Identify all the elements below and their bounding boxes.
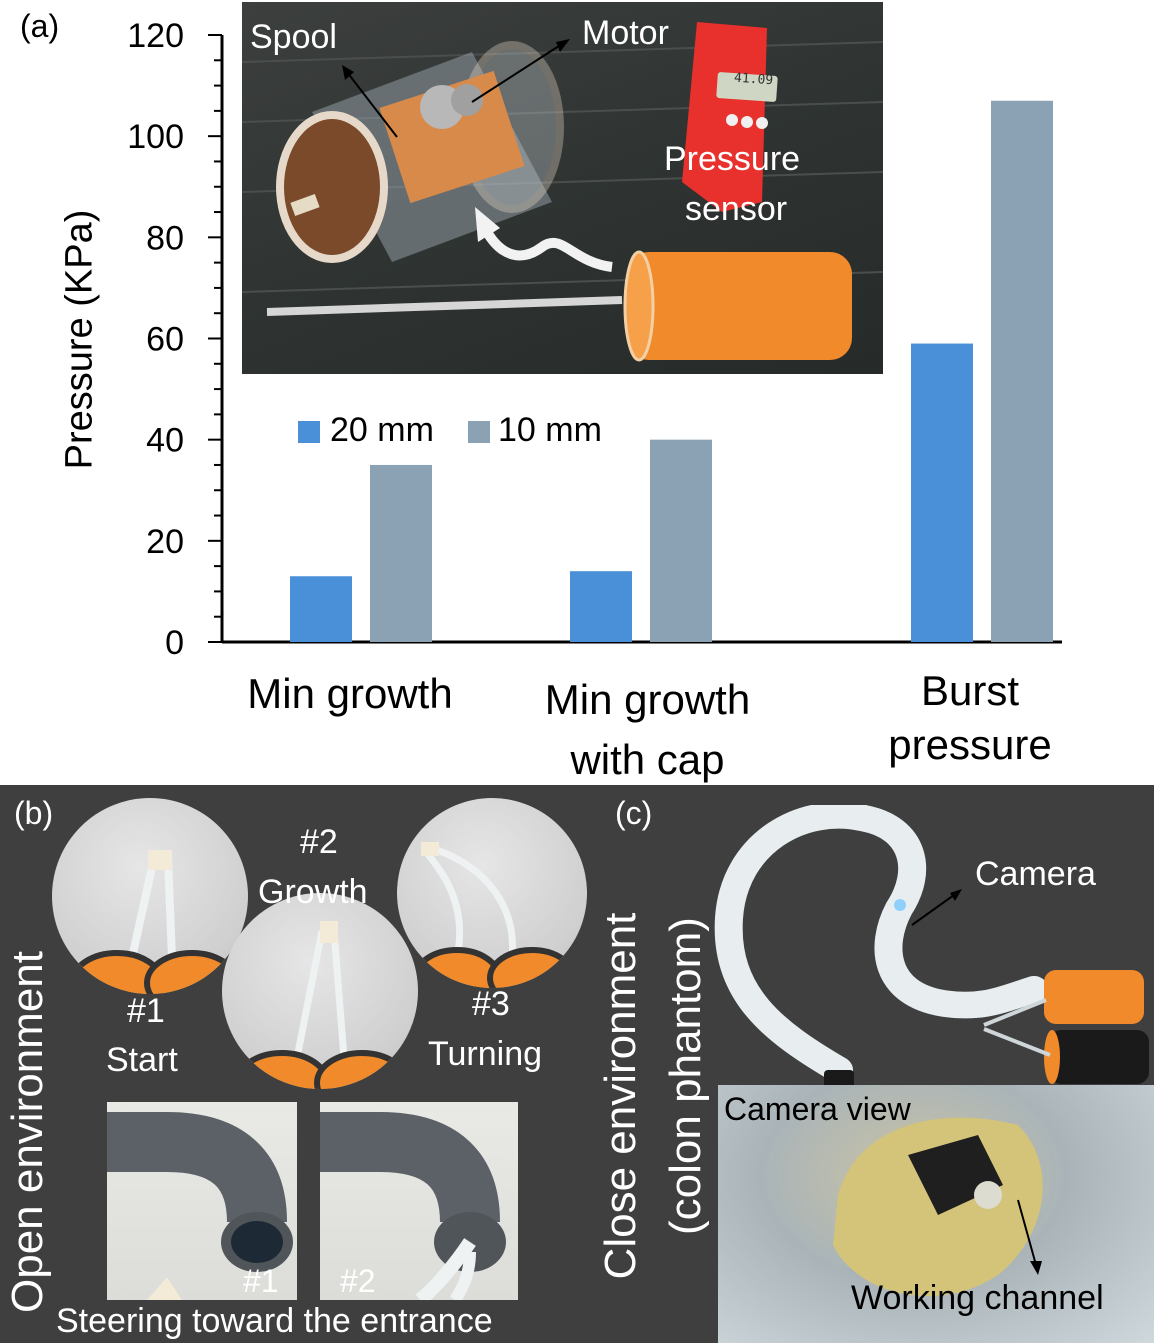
photo-turning <box>397 798 587 988</box>
y-tick-label: 40 <box>146 422 184 460</box>
photo-growth-drawing <box>234 921 410 1089</box>
camera-view-label: Camera view <box>724 1091 911 1127</box>
bar-10mm-1 <box>650 439 712 642</box>
cad-cylinder <box>276 41 564 263</box>
panel-a: (a) 0 20 40 60 80 100 120 Pressure (KPa) <box>20 2 1062 783</box>
bar-20mm-2 <box>911 343 973 642</box>
photo-growth <box>222 893 418 1089</box>
y-tick-label: 80 <box>146 219 184 257</box>
legend-label-20mm: 20 mm <box>330 411 434 449</box>
panel-c-label: (c) <box>615 795 653 831</box>
pressure-display-readout: 41.09 <box>733 70 774 89</box>
step3-name: Turning <box>428 1035 543 1073</box>
step1-number: #1 <box>127 992 165 1030</box>
y-axis-label: Pressure (KPa) <box>58 209 101 470</box>
close-environment-label: Close environment <box>596 912 645 1280</box>
colon-robot-photo <box>714 805 1149 1092</box>
spool-label: Spool <box>250 18 337 56</box>
panel-bc-background: (b) Open environment #2 Growth #1 <box>0 785 1154 1343</box>
legend-swatch-10mm <box>468 421 490 443</box>
legend-label-10mm: 10 mm <box>498 411 602 449</box>
camera-view-photo: Camera view Working channel <box>718 1085 1154 1343</box>
step1-name: Start <box>106 1041 178 1079</box>
bar-20mm-0 <box>290 576 352 642</box>
open-environment-label: Open environment <box>3 951 52 1313</box>
category-label-burst-pressure: Burst pressure <box>888 667 1052 768</box>
pipe-photo-2 <box>320 1102 518 1300</box>
panel-b-label: (b) <box>14 795 54 831</box>
pressure-sensor-device <box>682 22 778 212</box>
photo-turning-drawing <box>412 842 577 988</box>
y-tick-label: 120 <box>127 17 184 55</box>
y-tick-label: 0 <box>165 624 184 662</box>
legend: 20 mm 10 mm <box>298 410 638 452</box>
device-inset-drawing <box>242 22 883 362</box>
step2-name: Growth <box>258 873 368 911</box>
category-label-min-growth-cap: Min growth with cap <box>544 676 751 783</box>
step3-number: #3 <box>472 985 510 1023</box>
steering-caption: Steering toward the entrance <box>56 1302 493 1340</box>
pressure-sensor-label-line1: Pressure <box>664 140 801 178</box>
category-label-min-growth: Min growth <box>247 670 453 717</box>
y-tick-label: 20 <box>146 523 184 561</box>
y-tick-label: 60 <box>146 321 184 359</box>
pipe-step-1: #1 <box>243 1263 279 1299</box>
bar-20mm-1 <box>570 571 632 642</box>
camera-view-drawing <box>833 1117 1043 1297</box>
bar-10mm-2 <box>991 100 1053 643</box>
pipe-photo-1-drawing <box>107 1112 293 1300</box>
pipe-step-2: #2 <box>340 1263 376 1299</box>
step2-number: #2 <box>300 823 338 861</box>
pressure-bar-chart: 0 20 40 60 80 100 120 <box>127 17 1062 662</box>
camera-label: Camera <box>975 855 1096 893</box>
panel-a-label: (a) <box>20 8 60 44</box>
motor-label: Motor <box>582 14 669 52</box>
y-tick-label: 100 <box>127 118 184 156</box>
working-channel-label: Working channel <box>851 1279 1104 1317</box>
colon-phantom-label: (colon phantom) <box>661 917 710 1235</box>
legend-swatch-20mm <box>298 421 320 443</box>
bar-10mm-0 <box>370 464 432 642</box>
photo-start-drawing <box>69 850 240 994</box>
pipe-photo-2-drawing <box>320 1112 506 1300</box>
device-inset-photo: Spool Motor 41.09 Pressure sensor <box>242 2 883 374</box>
photo-start <box>52 798 248 994</box>
pressure-sensor-label-line2: sensor <box>685 190 788 228</box>
pipe-photo-1 <box>107 1102 297 1300</box>
